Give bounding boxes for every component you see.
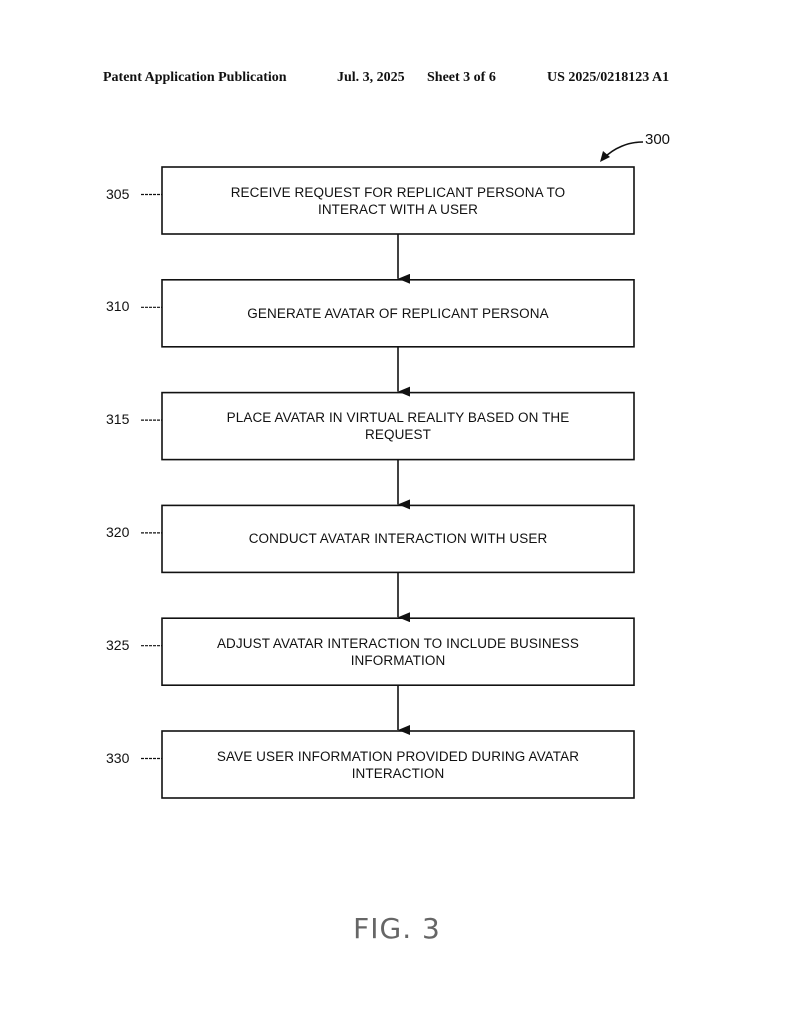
flow-step-label: PLACE AVATAR IN VIRTUAL REALITY BASED ON…	[226, 410, 570, 443]
step-reference-number: 315	[106, 411, 130, 428]
flow-step-label: CONDUCT AVATAR INTERACTION WITH USER	[248, 531, 548, 547]
figure-reference-arrow	[603, 141, 644, 159]
flow-step-label: ADJUST AVATAR INTERACTION TO INCLUDE BUS…	[216, 635, 580, 668]
flow-step-text-310: GENERATE AVATAR OF REPLICANT PERSONA	[162, 286, 634, 341]
flow-step-box-320	[161, 504, 635, 574]
flow-step-box-330	[161, 730, 635, 799]
flow-step-box-310	[161, 278, 635, 348]
figure-caption: FIG. 3	[353, 912, 441, 945]
flow-step-box-305	[161, 166, 635, 235]
flow-step-text-315: PLACE AVATAR IN VIRTUAL REALITY BASED ON…	[162, 399, 634, 454]
header-date: Jul. 3, 2025	[337, 70, 405, 85]
figure-reference-number: 300	[645, 131, 671, 148]
header-sheet: Sheet 3 of 6	[427, 70, 496, 85]
flow-step-text-305: RECEIVE REQUEST FOR REPLICANT PERSONA TO…	[162, 173, 634, 228]
header-patent-number: US 2025/0218123 A1	[547, 70, 670, 85]
flow-step-text-325: ADJUST AVATAR INTERACTION TO INCLUDE BUS…	[162, 624, 634, 679]
flow-step-label: SAVE USER INFORMATION PROVIDED DURING AV…	[216, 748, 580, 781]
step-reference-number: 330	[106, 749, 130, 766]
step-reference-number: 305	[106, 185, 130, 202]
step-reference-number: 325	[106, 636, 130, 653]
flow-step-box-315	[161, 391, 635, 461]
flow-step-text-320: CONDUCT AVATAR INTERACTION WITH USER	[162, 511, 634, 566]
figure-reference-arrowhead	[600, 151, 610, 162]
header-publication: Patent Application Publication	[103, 70, 287, 85]
step-reference-number: 310	[106, 298, 130, 315]
flow-step-text-330: SAVE USER INFORMATION PROVIDED DURING AV…	[162, 737, 634, 792]
page-header: Patent Application Publication Jul. 3, 2…	[0, 70, 794, 88]
step-reference-number: 320	[106, 523, 130, 540]
flow-step-label: GENERATE AVATAR OF REPLICANT PERSONA	[247, 305, 549, 321]
flow-step-label: RECEIVE REQUEST FOR REPLICANT PERSONA TO…	[230, 184, 566, 217]
